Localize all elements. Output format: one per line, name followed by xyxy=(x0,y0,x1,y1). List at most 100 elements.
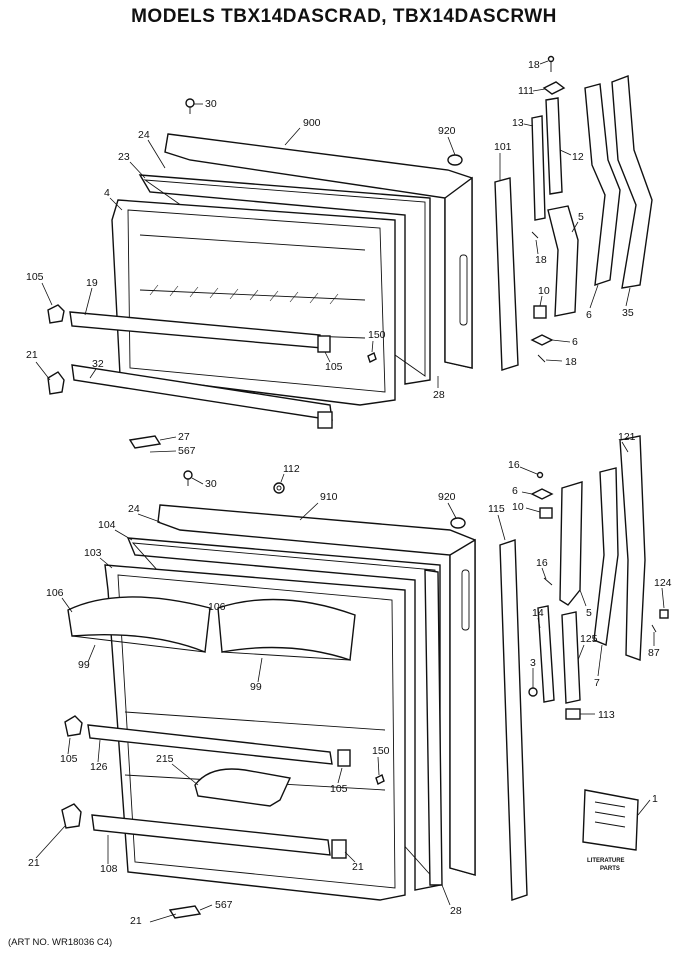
fresh-food-cap xyxy=(450,517,466,529)
freezer-trim-strip xyxy=(494,177,519,371)
callout-101: 101 xyxy=(494,141,512,153)
callout-18-c: 18 xyxy=(565,356,577,368)
callout-104: 104 xyxy=(98,519,116,531)
fresh-food-door-shelf-bar-lower xyxy=(91,814,331,856)
fresh-food-trim-strip xyxy=(499,539,528,901)
callout-105-c: 105 xyxy=(60,753,78,765)
callout-99-a: 99 xyxy=(78,659,90,671)
callout-108: 108 xyxy=(100,863,118,875)
callout-10: 10 xyxy=(538,285,550,297)
hinge-part-3 xyxy=(528,687,538,697)
callout-18-a: 18 xyxy=(528,59,540,71)
callout-13: 13 xyxy=(512,117,524,129)
freezer-screw xyxy=(367,352,377,363)
callout-7: 7 xyxy=(594,677,600,689)
callout-113: 113 xyxy=(598,709,615,721)
callout-106-a: 106 xyxy=(46,587,64,599)
freezer-hinge-cover xyxy=(128,435,162,449)
callout-28-a: 28 xyxy=(433,389,445,401)
art-number: (ART NO. WR18036 C4) xyxy=(8,937,113,948)
hinge-part-124 xyxy=(659,609,669,619)
fresh-food-shelf-clip xyxy=(337,749,351,767)
callout-105-a: 105 xyxy=(26,271,44,283)
callout-5-b: 5 xyxy=(586,607,592,619)
freezer-cap xyxy=(447,154,463,166)
fresh-food-door-side-edge xyxy=(449,538,476,876)
freezer-inner-liner xyxy=(111,199,396,406)
freezer-door-side-edge xyxy=(444,176,473,369)
fresh-food-shelf-retainer-upper xyxy=(64,715,83,737)
callout-105-b: 105 xyxy=(325,361,343,373)
callout-106-b: 106 xyxy=(208,601,226,613)
freezer-shelf-clip xyxy=(317,335,331,353)
callout-112: 112 xyxy=(283,463,300,475)
page-title: MODELS TBX14DASCRAD, TBX14DASCRWH xyxy=(131,6,557,27)
callout-567-b: 21 xyxy=(130,915,142,927)
callout-24: 24 xyxy=(138,129,150,141)
freezer-shelf-retainer-lower xyxy=(47,371,65,395)
callout-27: 27 xyxy=(178,431,190,443)
hinge-bracket-12 xyxy=(545,97,563,195)
fresh-food-door-shelf-bar xyxy=(87,724,333,765)
callout-32: 32 xyxy=(92,358,104,370)
hinge-part-6 xyxy=(530,334,554,346)
callout-10-b: 10 xyxy=(512,501,524,513)
bottom-hinge-121 xyxy=(619,435,646,661)
hinge-callouts: 18 111 13 12 101 5 18 10 6 6 18 35 16 xyxy=(494,59,672,816)
callout-126: 126 xyxy=(90,761,108,773)
hinge-8 xyxy=(584,83,621,287)
freezer-shelf-clip-lower xyxy=(317,411,333,429)
callout-16-b: 16 xyxy=(536,557,548,569)
callout-21-b: 21 xyxy=(28,857,40,869)
callout-18-b: 18 xyxy=(535,254,547,266)
center-hinge-5-lower xyxy=(559,481,583,606)
freezer-grommet xyxy=(273,482,285,494)
fresh-food-hinge-cover xyxy=(168,905,202,919)
callout-14: 14 xyxy=(532,607,544,619)
callout-19: 19 xyxy=(86,277,98,289)
fresh-food-door-bin-left xyxy=(67,596,211,653)
callout-30-top: 30 xyxy=(205,98,217,110)
callout-87: 87 xyxy=(648,647,660,659)
callout-910: 910 xyxy=(320,491,338,503)
screw-16-upper xyxy=(536,471,544,479)
callout-121: 121 xyxy=(618,431,636,443)
callout-16-a: 16 xyxy=(508,459,520,471)
callout-30-bottom: 30 xyxy=(205,478,217,490)
fresh-food-screw xyxy=(375,774,385,785)
hinge-and-trim-parts xyxy=(494,55,669,901)
callout-28-b: 567 xyxy=(215,899,233,911)
hinge-35 xyxy=(611,75,653,289)
callout-6-b: 6 xyxy=(512,485,518,497)
callout-125: 125 xyxy=(580,633,598,645)
callout-8: 6 xyxy=(586,309,592,321)
literature-booklet xyxy=(582,789,639,851)
callout-6-a: 6 xyxy=(572,336,578,348)
callout-99-b: 99 xyxy=(250,681,262,693)
hinge-part-113 xyxy=(565,708,581,720)
fresh-food-handle-slot-upper xyxy=(461,569,470,631)
fresh-food-shelf-clip-lower xyxy=(331,839,347,859)
hinge-part-14 xyxy=(537,605,555,703)
center-hinge-5-upper xyxy=(547,205,579,317)
callout-23: 23 xyxy=(118,151,130,163)
hinge-part-10-lower xyxy=(539,507,553,519)
freezer-shelf-retainer-upper xyxy=(47,304,65,324)
hinge-pin-cover-13 xyxy=(531,115,546,221)
callout-102: 115 xyxy=(488,503,505,515)
fresh-food-callouts: 910 920 24 104 103 106 106 99 99 105 126… xyxy=(28,491,506,927)
callout-150-a: 150 xyxy=(368,329,386,341)
callout-35: 35 xyxy=(622,307,634,319)
literature-label-line2: PARTS xyxy=(600,866,620,872)
fresh-food-door-assembly xyxy=(61,504,476,919)
callout-103: 103 xyxy=(84,547,102,559)
callout-5-a: 5 xyxy=(578,211,584,223)
hinge-part-111 xyxy=(542,81,566,95)
callout-920: 920 xyxy=(438,125,456,137)
callout-3: 3 xyxy=(530,657,536,669)
freezer-callouts: 900 920 24 23 4 30 105 19 21 32 105 150 … xyxy=(26,98,456,490)
callout-215: 215 xyxy=(156,753,174,765)
freezer-door-assembly xyxy=(47,98,473,494)
